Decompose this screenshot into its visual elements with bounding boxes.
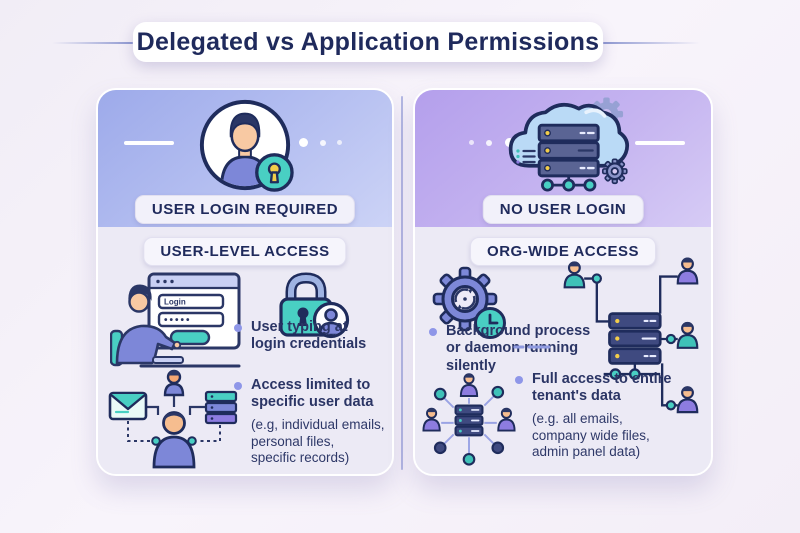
gear-clock-icon [432, 266, 506, 339]
bullet-dot [234, 382, 242, 390]
server-network-illustration [563, 257, 699, 414]
bullet-text: Full access to entire tenant's data [532, 371, 672, 405]
decor-dot [486, 140, 492, 146]
bullet-item: Access limited to specific user data (e.… [234, 377, 386, 467]
decor-dot [505, 138, 514, 147]
title-decor-line-left [52, 42, 133, 44]
org-wide-access-badge: ORG-WIDE ACCESS [470, 237, 656, 266]
bullet-text: Access limited to specific user data [251, 377, 374, 411]
user-level-access-badge: USER-LEVEL ACCESS [143, 237, 347, 266]
user-data-hub-illustration [108, 369, 238, 469]
password-mask-text: ••••• [164, 315, 192, 326]
login-field-text: Login [164, 298, 186, 307]
user-login-required-badge: USER LOGIN REQUIRED [134, 195, 356, 224]
page-title: Delegated vs Application Permissions [133, 22, 603, 62]
delegated-panel-header: USER LOGIN REQUIRED [98, 90, 392, 227]
badge-text: USER LOGIN REQUIRED [151, 201, 339, 218]
panel-divider [401, 96, 403, 470]
bullet-item: Background process or daemon running sil… [429, 323, 604, 375]
decor-dot [320, 140, 326, 146]
bullet-dot [515, 376, 523, 384]
decor-dash-left [124, 141, 174, 145]
bullet-text: User typing at login credentials [251, 319, 367, 353]
gear-icon [601, 158, 628, 185]
badge-text: USER-LEVEL ACCESS [160, 243, 330, 260]
cloud-server-icon [508, 97, 630, 192]
decor-dot [469, 140, 474, 145]
login-typing-illustration: Login ••••• [110, 272, 241, 368]
bullet-dot [234, 324, 242, 332]
padlock-user-icon [279, 272, 350, 339]
bullet-note: (e.g, individual emails, personal files,… [251, 416, 385, 466]
decor-dot [299, 138, 308, 147]
application-panel-header: NO USER LOGIN [415, 90, 711, 227]
page-title-text: Delegated vs Application Permissions [136, 27, 600, 56]
bullet-item: Full access to entire tenant's data (e.g… [515, 371, 697, 461]
decor-dashes [513, 345, 551, 349]
decor-dot [337, 140, 342, 145]
bullet-dot [429, 328, 437, 336]
bullet-item: User typing at login credentials [234, 319, 384, 354]
application-panel-body: ORG-WIDE ACCESS [415, 227, 711, 474]
application-panel: NO USER LOGIN ORG-WIDE ACCESS [413, 88, 713, 476]
badge-text: NO USER LOGIN [499, 201, 627, 218]
title-decor-line-right [603, 42, 700, 44]
delegated-panel: USER LOGIN REQUIRED USER-LEVEL ACCESS Lo… [96, 88, 394, 476]
badge-text: ORG-WIDE ACCESS [487, 243, 639, 260]
bullet-text: Background process or daemon running sil… [446, 323, 591, 374]
delegated-panel-body: USER-LEVEL ACCESS Login ••••• [98, 227, 392, 474]
server-hub-illustration [422, 373, 516, 466]
bullet-note: (e.g. all emails, company wide files, ad… [532, 410, 650, 460]
decor-dash-right [635, 141, 685, 145]
user-key-avatar-icon [199, 99, 294, 192]
no-user-login-badge: NO USER LOGIN [482, 195, 644, 224]
